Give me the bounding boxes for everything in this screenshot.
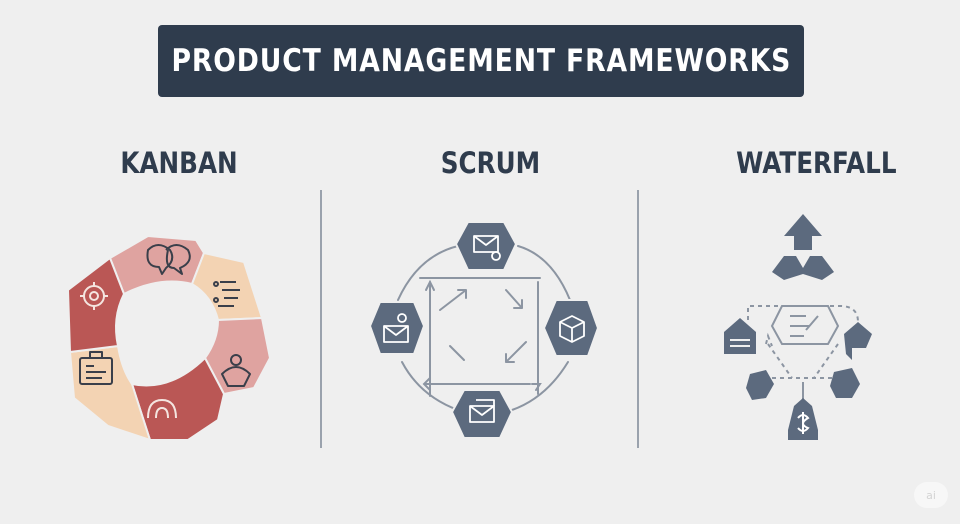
scrum-node-top bbox=[454, 221, 518, 271]
puzzle-icon bbox=[746, 370, 774, 400]
waterfall-heading: WATERFALL bbox=[736, 146, 897, 180]
magnet-icon bbox=[147, 399, 177, 419]
scrum-diag-lr bbox=[505, 341, 527, 363]
scrum-diag-ul bbox=[439, 289, 467, 311]
scrum-arc-lower-left bbox=[401, 361, 459, 411]
kanban-segment-upper-right bbox=[190, 251, 264, 322]
arrow-up-icon bbox=[784, 214, 822, 250]
watermark-badge: ai bbox=[914, 482, 948, 508]
scrum-arc-upper-left bbox=[397, 245, 459, 301]
waterfall-branch-mid bbox=[765, 332, 839, 379]
divider-left bbox=[320, 190, 322, 448]
title-banner: PRODUCT MANAGEMENT FRAMEWORKS bbox=[158, 25, 804, 97]
envelope-icon bbox=[469, 399, 495, 423]
speech-bubbles-icon bbox=[146, 244, 191, 275]
arrow-head-top bbox=[425, 279, 435, 291]
scrum-arc-upper-right bbox=[517, 245, 571, 301]
person-icon bbox=[221, 354, 251, 387]
scrum-diag-ll bbox=[449, 345, 465, 361]
scrum-heading: SCRUM bbox=[440, 146, 541, 180]
document-icon bbox=[844, 322, 872, 360]
kanban-diagram bbox=[66, 234, 272, 440]
scrum-arc-lower-right bbox=[511, 361, 569, 411]
cube-icon bbox=[559, 315, 585, 343]
divider-right bbox=[637, 190, 639, 448]
id-card-icon bbox=[79, 351, 113, 385]
document-list-icon bbox=[213, 281, 240, 307]
gear-icon bbox=[80, 282, 108, 310]
envelope-icon bbox=[473, 235, 501, 261]
puzzle-icon-right bbox=[830, 368, 860, 398]
kanban-segment-lower-left bbox=[68, 344, 152, 440]
house-icon bbox=[724, 318, 756, 354]
scrum-node-left bbox=[368, 301, 426, 355]
waterfall-branch-top bbox=[747, 305, 859, 323]
page-title: PRODUCT MANAGEMENT FRAMEWORKS bbox=[171, 43, 791, 79]
waterfall-pyramid bbox=[772, 256, 834, 280]
checklist-icon bbox=[790, 315, 819, 337]
waterfall-diagram bbox=[724, 214, 872, 440]
envelope-icon bbox=[383, 313, 409, 343]
waterfall-center-frame bbox=[770, 305, 840, 345]
kanban-segment-bottom bbox=[130, 356, 226, 440]
arrow-head-bottom-left bbox=[422, 377, 431, 391]
kanban-segment-top bbox=[108, 234, 206, 296]
scrum-diag-ur bbox=[505, 289, 523, 309]
kanban-heading: KANBAN bbox=[120, 146, 238, 180]
scrum-diagram bbox=[368, 221, 600, 439]
arrow-head-right bbox=[531, 383, 542, 391]
